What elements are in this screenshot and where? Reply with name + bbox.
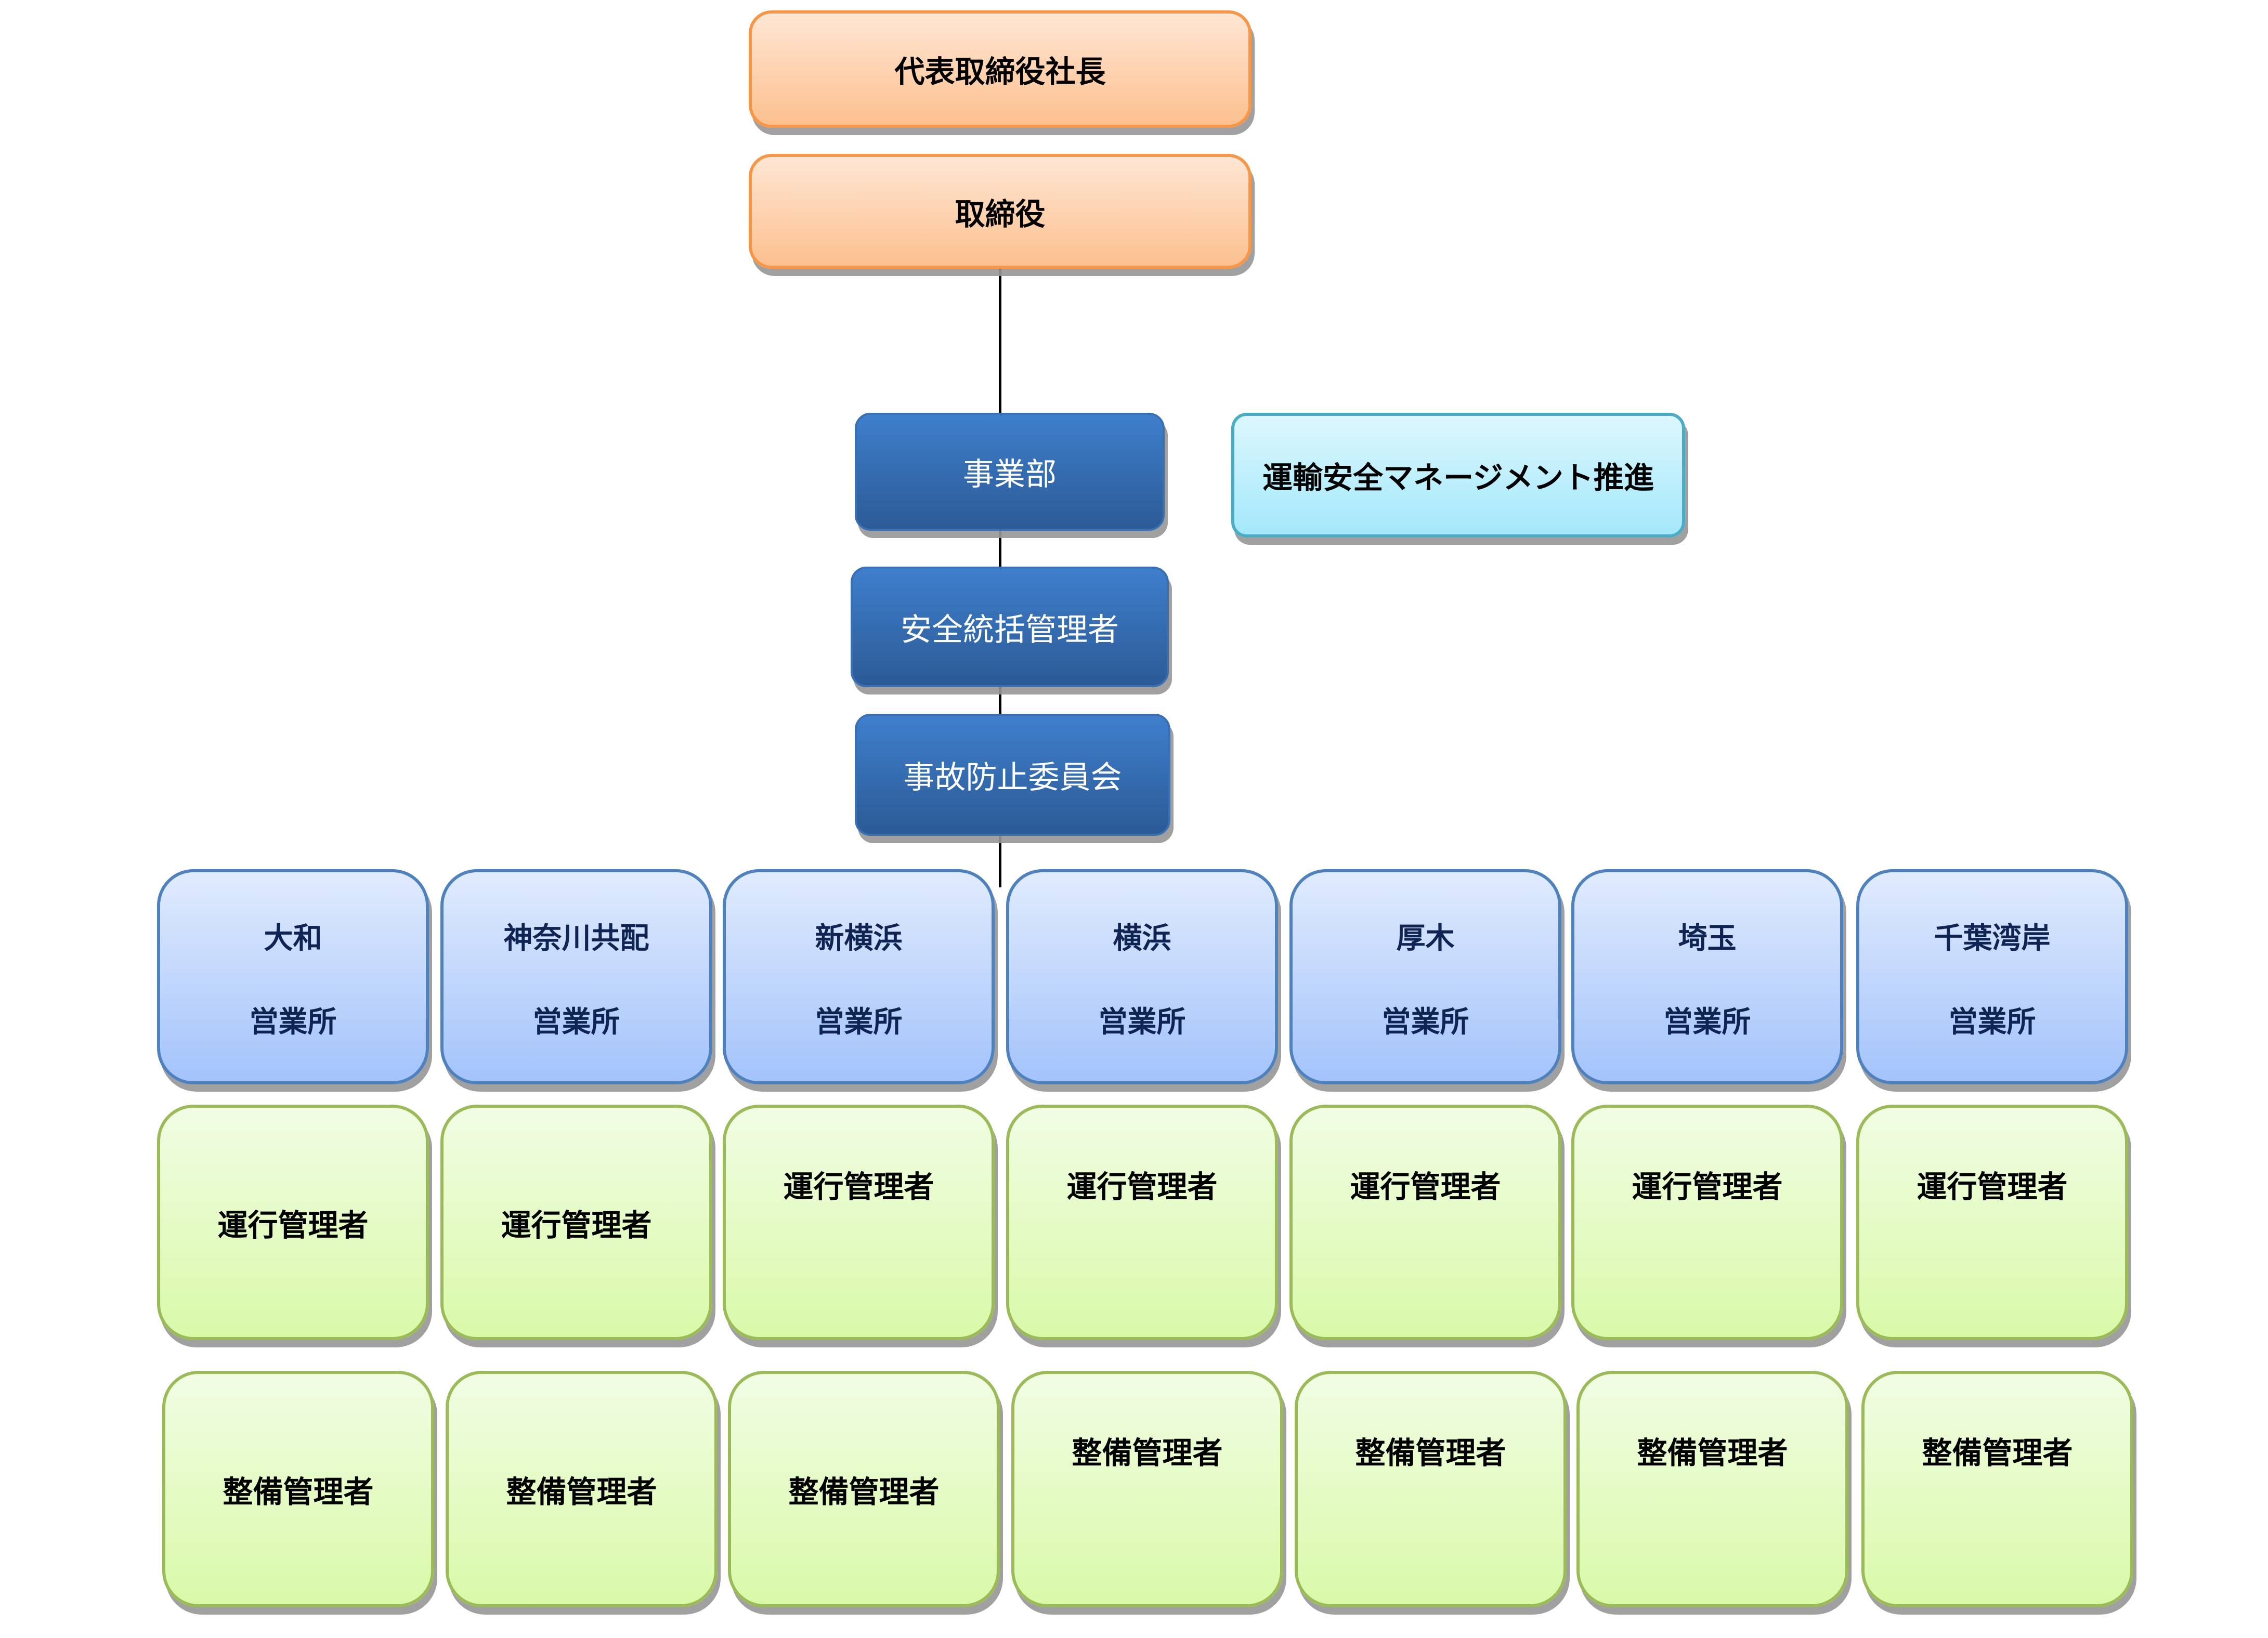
maintenance-manager-box: 整備管理者: [728, 1371, 1000, 1607]
branch-suffix: 営業所: [532, 1005, 620, 1039]
operation-manager-label: 運行管理者: [501, 1207, 652, 1243]
operation-manager-label: 運行管理者: [217, 1207, 369, 1243]
maintenance-manager-box: 整備管理者: [1861, 1371, 2133, 1607]
operation-manager-box: 運行管理者: [1006, 1105, 1278, 1340]
maintenance-manager-label: 整備管理者: [506, 1474, 657, 1510]
maintenance-manager-box: 整備管理者: [1295, 1371, 1567, 1607]
maintenance-manager-box: 整備管理者: [1011, 1371, 1283, 1607]
branch-name: 厚木: [1396, 922, 1455, 955]
maintenance-manager-label: 整備管理者: [1637, 1435, 1788, 1471]
accident-committee-box: 事故防止委員会: [855, 714, 1170, 836]
accident-committee-label: 事故防止委員会: [903, 759, 1122, 796]
safety-manager-box: 安全統括管理者: [851, 567, 1169, 687]
operation-manager-label: 運行管理者: [1632, 1169, 1783, 1204]
maintenance-manager-label: 整備管理者: [1072, 1435, 1223, 1471]
branch-office-box: 横浜営業所: [1006, 869, 1278, 1084]
operation-manager-box: 運行管理者: [440, 1105, 712, 1340]
branch-suffix: 営業所: [249, 1005, 337, 1039]
operation-manager-label: 運行管理者: [1350, 1169, 1501, 1204]
operation-manager-label: 運行管理者: [783, 1169, 934, 1204]
maintenance-manager-label: 整備管理者: [223, 1474, 374, 1510]
branch-suffix: 営業所: [1948, 1005, 2036, 1039]
operation-manager-label: 運行管理者: [1917, 1169, 2068, 1204]
branch-name: 新横浜: [815, 922, 903, 955]
branch-office-box: 新横浜営業所: [723, 869, 995, 1084]
maintenance-manager-label: 整備管理者: [1922, 1435, 2073, 1471]
directors-label: 取締役: [955, 196, 1046, 232]
operation-manager-box: 運行管理者: [157, 1105, 429, 1340]
maintenance-manager-label: 整備管理者: [788, 1474, 940, 1510]
maintenance-manager-label: 整備管理者: [1355, 1435, 1506, 1471]
branch-office-box: 神奈川共配営業所: [440, 869, 712, 1084]
president-label: 代表取締役社長: [894, 54, 1106, 89]
operation-manager-label: 運行管理者: [1066, 1169, 1218, 1204]
branch-suffix: 営業所: [1381, 1005, 1469, 1039]
president-box: 代表取締役社長: [749, 10, 1252, 128]
business-dept-label: 事業部: [963, 456, 1057, 493]
branch-office-box: 埼玉営業所: [1571, 869, 1843, 1084]
branch-name: 千葉湾岸: [1934, 922, 2051, 955]
branch-office-box: 大和営業所: [157, 869, 429, 1084]
operation-manager-box: 運行管理者: [1289, 1105, 1561, 1340]
directors-box: 取締役: [749, 154, 1252, 269]
operation-manager-box: 運行管理者: [1571, 1105, 1843, 1340]
branch-name: 横浜: [1113, 922, 1171, 955]
branch-suffix: 営業所: [1663, 1005, 1751, 1039]
branch-name: 大和: [264, 922, 322, 955]
safety-management-label: 運輸安全マネージメント推進: [1262, 460, 1654, 495]
safety-manager-label: 安全統括管理者: [901, 611, 1119, 648]
branch-office-box: 千葉湾岸営業所: [1856, 869, 2128, 1084]
maintenance-manager-box: 整備管理者: [1576, 1371, 1848, 1607]
branch-suffix: 営業所: [815, 1005, 903, 1039]
operation-manager-box: 運行管理者: [1856, 1105, 2128, 1340]
operation-manager-box: 運行管理者: [723, 1105, 995, 1340]
branch-office-box: 厚木営業所: [1289, 869, 1561, 1084]
branch-name: 埼玉: [1678, 922, 1737, 955]
branch-suffix: 営業所: [1098, 1005, 1186, 1039]
maintenance-manager-box: 整備管理者: [446, 1371, 718, 1607]
safety-management-box: 運輸安全マネージメント推進: [1231, 413, 1685, 538]
business-dept-box: 事業部: [855, 413, 1165, 531]
maintenance-manager-box: 整備管理者: [162, 1371, 434, 1607]
branch-name: 神奈川共配: [503, 922, 649, 955]
